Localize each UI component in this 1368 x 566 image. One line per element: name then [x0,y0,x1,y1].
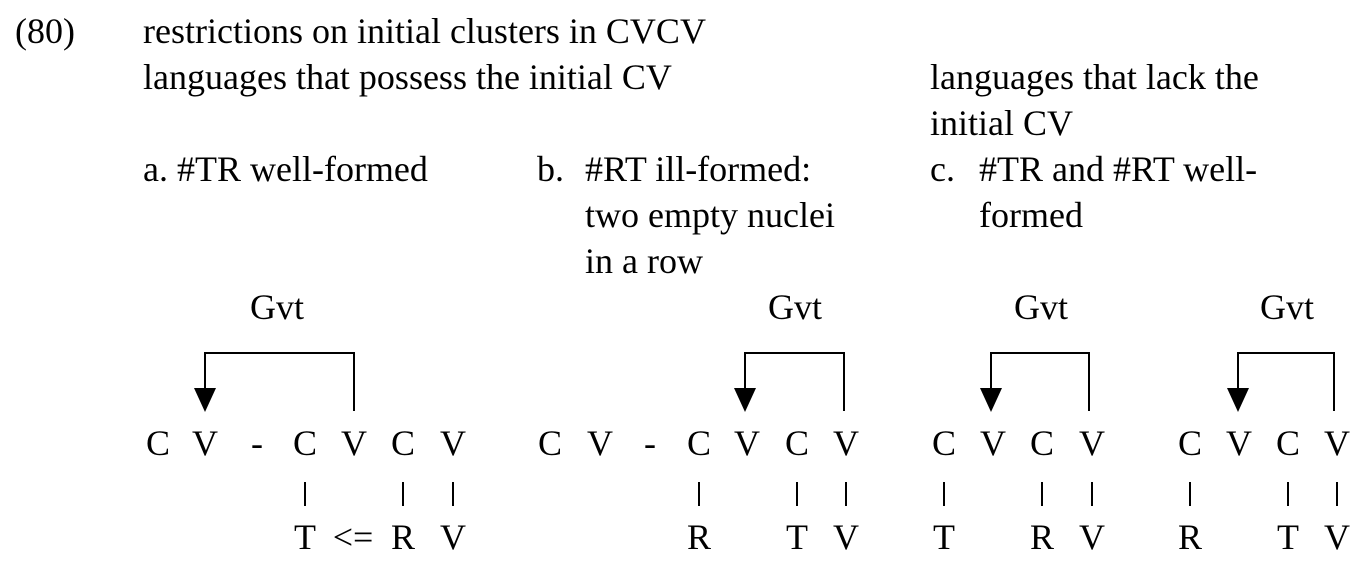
group-right-heading-line1: languages that lack the [930,57,1259,97]
association-line [943,482,945,506]
melody-v: V [1079,517,1105,557]
association-line [796,482,798,506]
melody-v: V [440,517,466,557]
melody-r: R [686,517,711,557]
gvt-bracket-top [744,352,845,354]
skeleton-v: V [1324,423,1350,463]
gvt-label: Gvt [250,287,304,327]
skeleton-c: C [1177,423,1202,463]
melody-r: R [1177,517,1202,557]
gvt-label: Gvt [1260,287,1314,327]
skeleton-c: C [686,423,711,463]
gvt-bracket-top [204,352,355,354]
case-c-line2: formed [979,195,1083,235]
case-b-line3: in a row [585,241,703,281]
skeleton-v: V [192,423,218,463]
association-line [845,482,847,506]
association-line [1091,482,1093,506]
gvt-bracket-left [204,352,206,390]
skeleton-v: V [341,423,367,463]
gvt-bracket-left [990,352,992,390]
gvt-bracket-left [744,352,746,390]
case-b-letter: b. [537,149,564,189]
skeleton-v: V [980,423,1006,463]
gvt-bracket-left [1237,352,1239,390]
association-line [1287,482,1289,506]
skeleton-c: C [784,423,809,463]
melody-t: T [294,517,316,557]
melody-r: R [390,517,415,557]
association-line [304,482,306,506]
case-c-line1: #TR and #RT well- [979,149,1258,189]
gvt-bracket-right [1333,353,1335,411]
association-line [1189,482,1191,506]
case-b-line2: two empty nuclei [585,195,835,235]
melody-v: V [833,517,859,557]
skeleton-c: C [537,423,562,463]
association-line [402,482,404,506]
gvt-label: Gvt [768,287,822,327]
melody-arrow: <= [332,517,374,557]
melody-t: T [1277,517,1299,557]
skeleton-c: C [390,423,415,463]
gvt-bracket-right [353,353,355,411]
melody-t: T [786,517,808,557]
skeleton-v: V [833,423,859,463]
skeleton-hyphen: - [644,423,656,463]
gvt-bracket-right [843,353,845,411]
gvt-label: Gvt [1014,287,1068,327]
skeleton-v: V [734,423,760,463]
gvt-arrow-icon [980,388,1002,412]
gvt-bracket-top [1237,352,1335,354]
case-a-label: a. #TR well-formed [143,149,428,189]
skeleton-c: C [931,423,956,463]
skeleton-c: C [292,423,317,463]
association-line [452,482,454,506]
case-c-letter: c. [930,149,955,189]
association-line [1336,482,1338,506]
melody-r: R [1029,517,1054,557]
skeleton-c: C [145,423,170,463]
skeleton-c: C [1275,423,1300,463]
gvt-arrow-icon [1227,388,1249,412]
case-b-line1: #RT ill-formed: [585,149,812,189]
skeleton-v: V [440,423,466,463]
skeleton-c: C [1029,423,1054,463]
skeleton-hyphen: - [251,423,263,463]
skeleton-v: V [1226,423,1252,463]
skeleton-v: V [587,423,613,463]
gvt-bracket-right [1088,353,1090,411]
association-line [1041,482,1043,506]
group-left-heading: languages that possess the initial CV [143,57,672,97]
example-title: restrictions on initial clusters in CVCV [143,11,706,51]
melody-v: V [1324,517,1350,557]
gvt-arrow-icon [734,388,756,412]
example-number: (80) [15,11,75,51]
skeleton-v: V [1079,423,1105,463]
association-line [698,482,700,506]
group-right-heading-line2: initial CV [930,103,1073,143]
gvt-bracket-top [990,352,1090,354]
gvt-arrow-icon [194,388,216,412]
melody-t: T [933,517,955,557]
